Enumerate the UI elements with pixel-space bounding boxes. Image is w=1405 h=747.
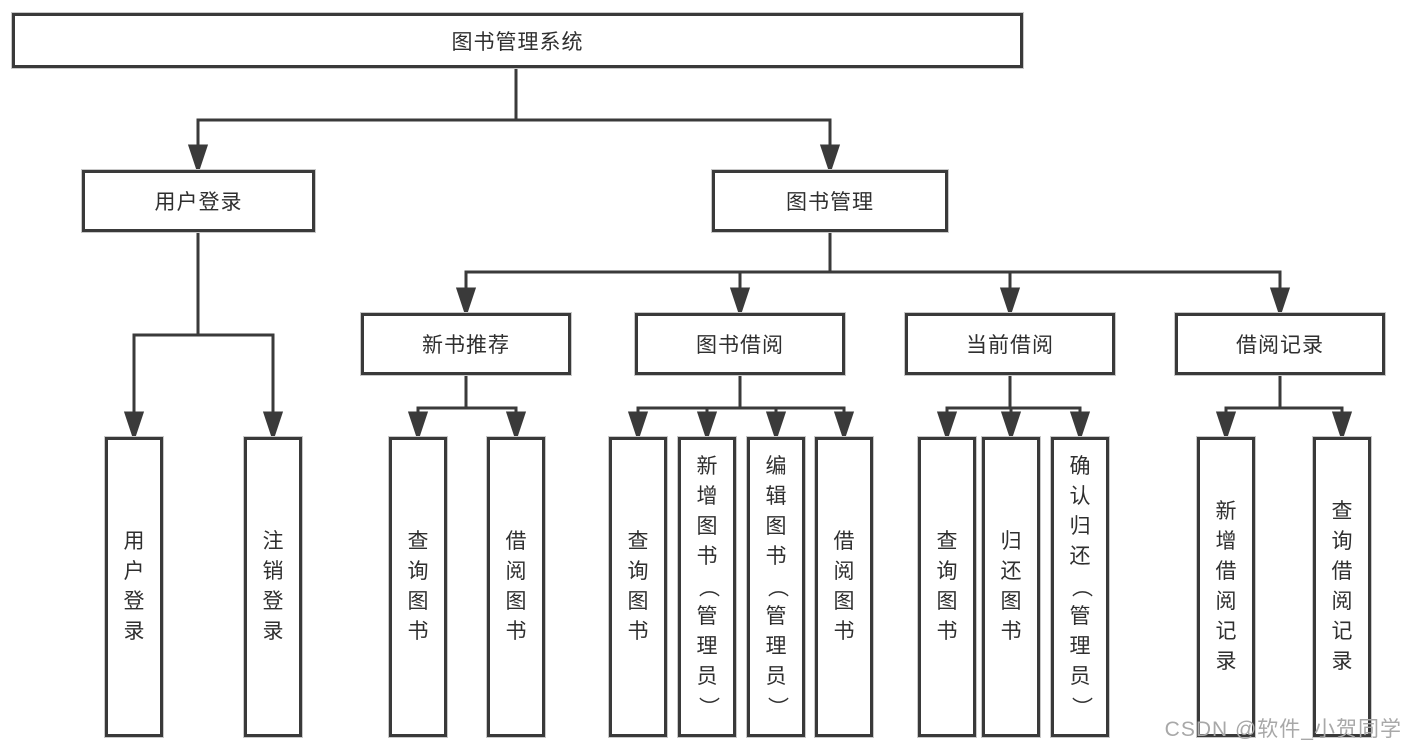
leaf-borrowing-edit-books-admin: 编辑图书（管理员） bbox=[747, 437, 805, 737]
connector-userlogin-to-leaves bbox=[123, 232, 284, 442]
leaf-borrowing-query-books: 查询图书 bbox=[609, 437, 667, 737]
node-label: 图书管理系统 bbox=[451, 30, 584, 54]
leaf-current-query-books: 查询图书 bbox=[918, 437, 976, 737]
leaf-newbook-borrow-books: 借阅图书 bbox=[487, 437, 545, 737]
connector-root-to-level2 bbox=[187, 68, 841, 175]
node-book-borrowing: 图书借阅 bbox=[635, 313, 845, 375]
leaf-newbook-query-books: 查询图书 bbox=[389, 437, 447, 737]
node-label: 新书推荐 bbox=[422, 334, 510, 357]
leaf-borrowing-borrow-books: 借阅图书 bbox=[815, 437, 873, 737]
connector-bookmgmt-to-level3 bbox=[455, 232, 1291, 318]
node-label: 图书管理 bbox=[786, 191, 874, 214]
leaf-logout: 注销登录 bbox=[244, 437, 302, 737]
node-label: 当前借阅 bbox=[966, 334, 1054, 357]
node-current-borrowing: 当前借阅 bbox=[905, 313, 1115, 375]
leaf-records-query-record: 查询借阅记录 bbox=[1313, 437, 1371, 737]
connector-records-to-leaves bbox=[1215, 375, 1353, 442]
node-borrowing-records: 借阅记录 bbox=[1175, 313, 1385, 375]
leaf-borrowing-add-books-admin: 新增图书（管理员） bbox=[678, 437, 736, 737]
leaf-user-login: 用户登录 bbox=[105, 437, 163, 737]
leaf-records-add-record: 新增借阅记录 bbox=[1197, 437, 1255, 737]
csdn-watermark: CSDN @软件_小贺同学 bbox=[1164, 718, 1402, 741]
connector-borrowing-to-leaves bbox=[627, 375, 855, 442]
node-label: 图书借阅 bbox=[696, 334, 784, 357]
connector-newbook-to-leaves bbox=[407, 375, 527, 442]
leaf-current-return-books: 归还图书 bbox=[982, 437, 1040, 737]
node-new-book-recommend: 新书推荐 bbox=[361, 313, 571, 375]
leaf-current-confirm-return-admin: 确认归还（管理员） bbox=[1051, 437, 1109, 737]
node-user-login: 用户登录 bbox=[82, 170, 315, 232]
node-label: 借阅记录 bbox=[1236, 334, 1324, 357]
connector-current-to-leaves bbox=[936, 375, 1091, 442]
node-book-management-system: 图书管理系统 bbox=[12, 13, 1023, 68]
node-book-management: 图书管理 bbox=[712, 170, 948, 232]
node-label: 用户登录 bbox=[154, 191, 243, 214]
